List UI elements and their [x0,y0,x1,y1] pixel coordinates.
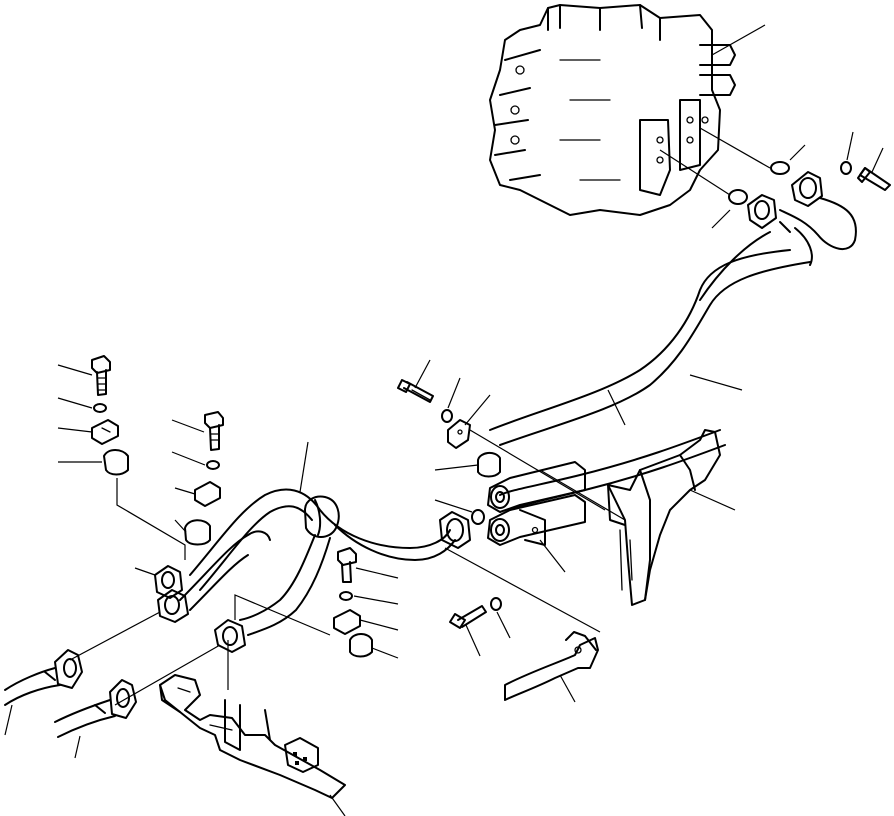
bolt-icon [397,359,434,403]
frame-plate-icon [539,429,736,606]
hose-icon [504,631,599,703]
hose-icon [54,679,137,759]
clamp-pad-icon [174,519,211,546]
bracket-icon [159,640,346,816]
o-ring-icon [434,499,485,525]
washer-icon [339,591,399,605]
washer-icon [490,597,511,639]
bolt-icon [449,605,487,657]
washer-icon [171,451,220,470]
clamp-pad-icon [434,452,501,478]
pipe-upper-icon [489,171,857,511]
washer-icon [57,397,107,413]
split-flange-icon [469,429,606,573]
clamp-pad-icon [58,449,186,560]
bolt-icon [337,547,399,583]
split-flange-icon [439,511,601,633]
o-ring-icon [659,127,806,229]
clamp-icon [447,394,491,449]
washer-icon [441,377,461,423]
clamp-icon [333,609,399,635]
bolt-icon [171,411,224,451]
bolt-icon [840,131,891,191]
hose-icon [4,649,83,736]
pipe-branch-icon [69,441,456,706]
clamp-icon [57,419,119,445]
control-valve-icon [489,4,766,216]
clamp-icon [174,481,221,507]
clamp-pad-icon [234,594,399,659]
bolt-icon [57,355,111,396]
